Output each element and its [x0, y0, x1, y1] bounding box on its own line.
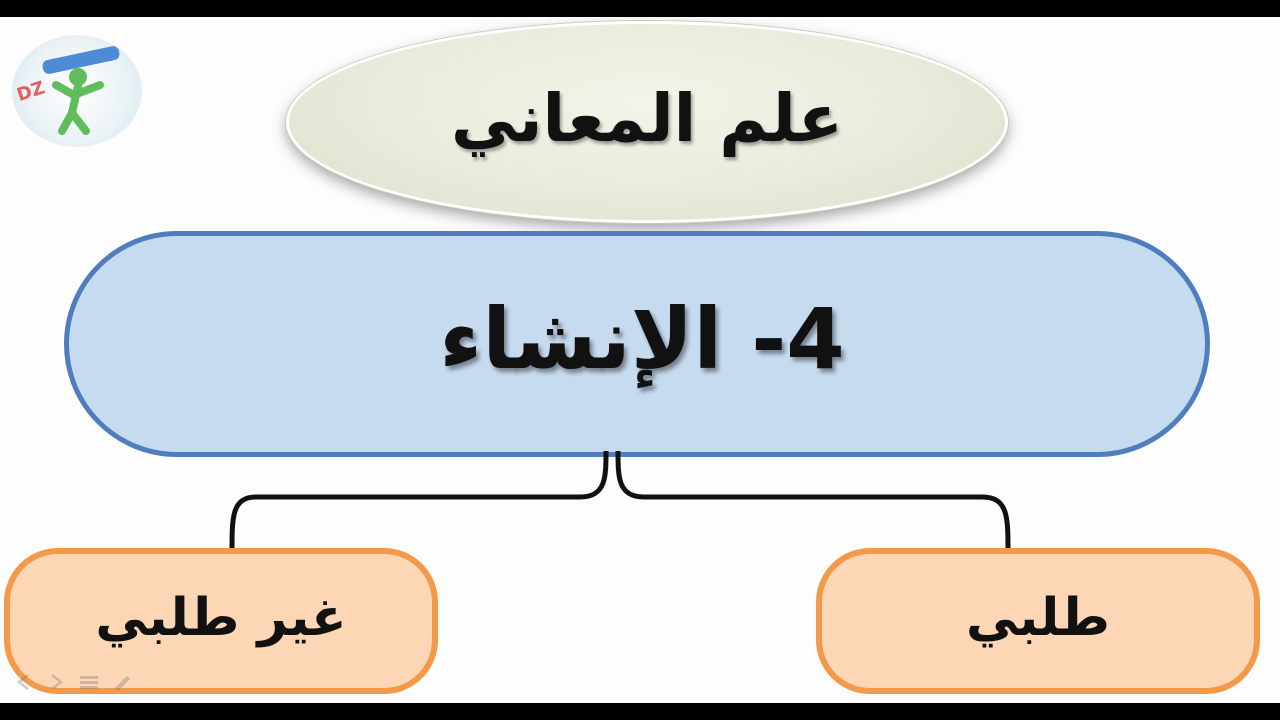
- connector-left: [229, 450, 609, 552]
- branch-label-right: طلبي: [965, 588, 1111, 648]
- branch-node-right: طلبي: [816, 548, 1260, 694]
- slide: DZ علم المعاني 4- الإنشاء غير طلبي طلبي: [0, 17, 1280, 703]
- player-controls[interactable]: [14, 667, 154, 697]
- previous-icon[interactable]: [14, 672, 34, 692]
- next-icon[interactable]: [46, 672, 66, 692]
- channel-logo: DZ: [12, 35, 142, 147]
- title-node: علم المعاني: [286, 21, 1008, 223]
- connector-right: [615, 450, 1011, 552]
- branch-node-left: غير طلبي: [4, 548, 438, 694]
- main-node-label: 4- الإنشاء: [439, 290, 845, 388]
- person-with-pencil-logo-icon: DZ: [14, 46, 120, 135]
- diagram-title: علم المعاني: [450, 79, 843, 157]
- menu-icon[interactable]: [78, 672, 100, 692]
- branch-connector: [229, 450, 1011, 552]
- main-node: 4- الإنشاء: [64, 231, 1210, 457]
- pen-icon[interactable]: [112, 672, 134, 692]
- branch-label-left: غير طلبي: [95, 588, 347, 648]
